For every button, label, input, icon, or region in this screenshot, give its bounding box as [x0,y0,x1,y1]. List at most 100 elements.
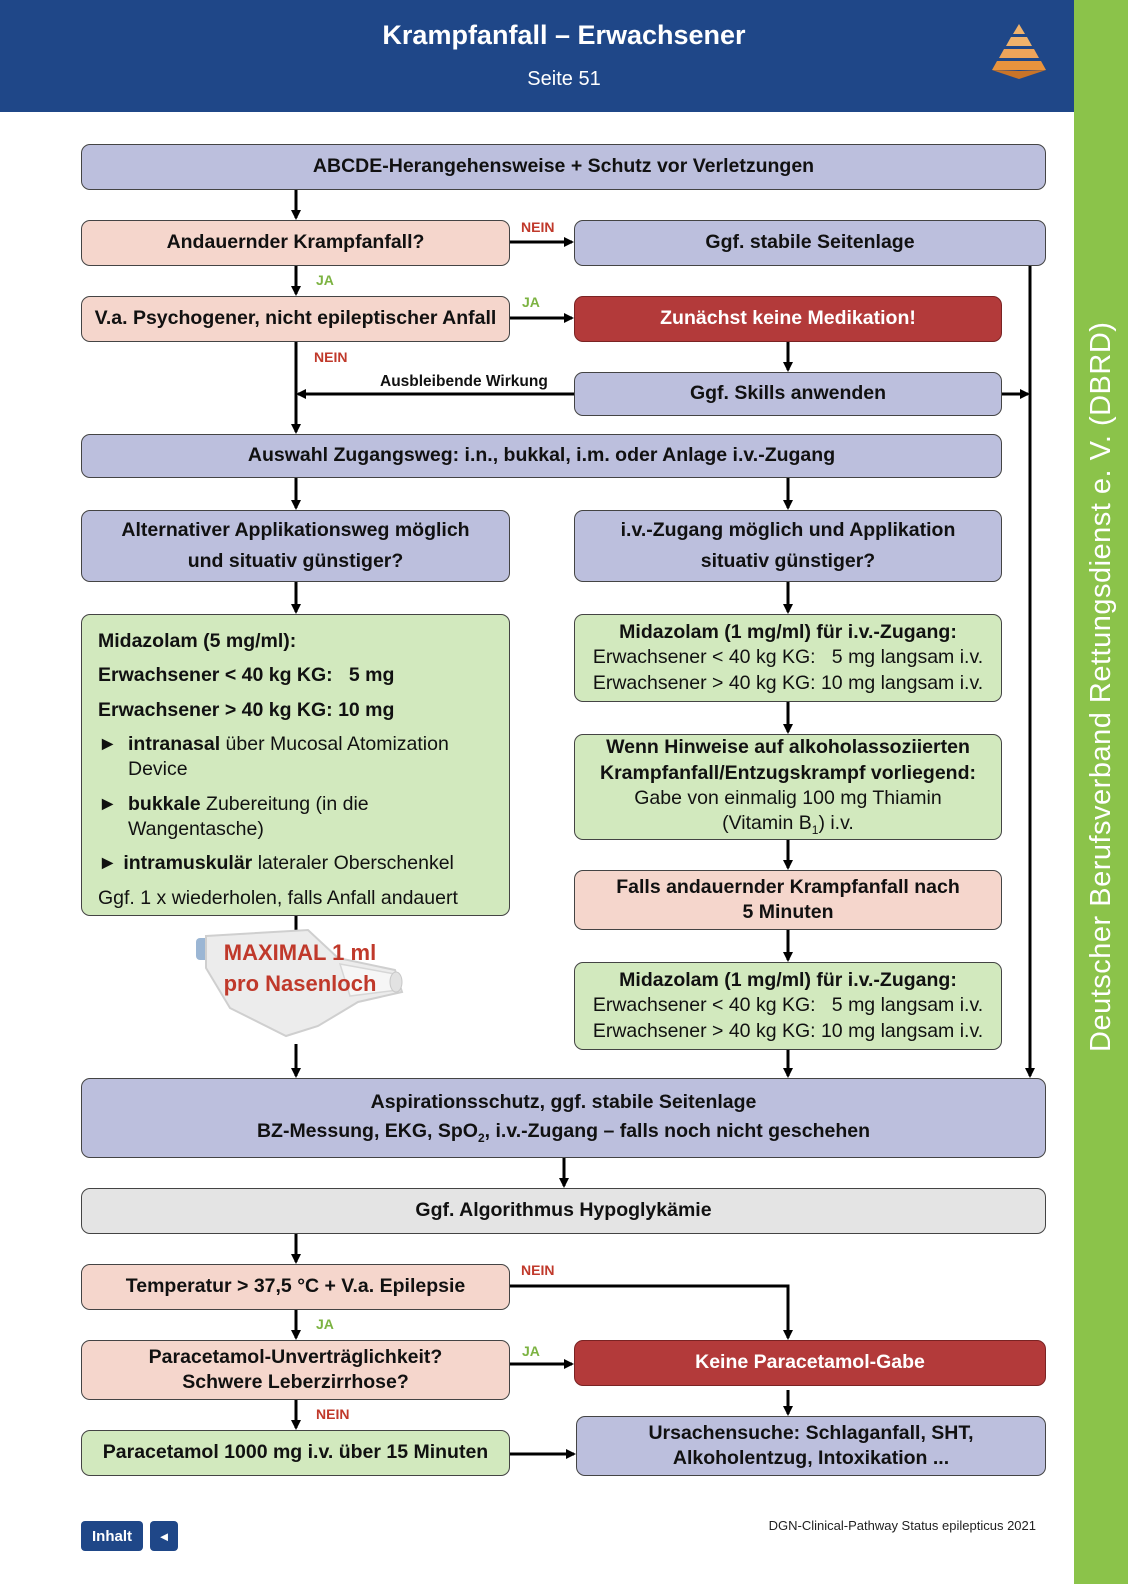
pyramid-logo-icon [992,24,1046,79]
psychogen-text: V.a. Psychogener, nicht epileptischer An… [94,307,497,330]
back-arrow-icon: ◄ [157,1528,171,1544]
andauernd-question: Andauernder Krampfanfall? [81,220,510,266]
mid5-repeat: Ggf. 1 x wiederholen, falls Anfall andau… [98,886,458,909]
abcde-box: ABCDE-Herangehensweise + Schutz vor Verl… [81,144,1046,190]
bukkal-rest: Zubereitung (in die Wangentasche) [128,792,369,841]
mid5-gt40: Erwachsener > 40 kg KG: 10 mg [98,698,395,721]
keine-para-text: Keine Paracetamol-Gabe [695,1351,925,1374]
bullet-icon: ► [98,852,118,875]
alternative-route-question: Alternativer Applikationsweg möglich und… [81,510,510,582]
stabile-text: Ggf. stabile Seitenlage [705,231,915,254]
midazolam-iv-repeat-box: Midazolam (1 mg/ml) für i.v.-Zugang: Erw… [574,962,1002,1050]
intranasal-rest: über Mucosal Atomization Device [128,733,449,781]
label-nein: NEIN [314,349,348,365]
hypoglykaemie-box: Ggf. Algorithmus Hypoglykämie [81,1188,1046,1234]
label-ja: JA [316,1316,334,1332]
paracetamol-gabe-box: Paracetamol 1000 mg i.v. über 15 Minuten [81,1430,510,1476]
thiamin-line2: Krampfanfall/Entzugskrampf vorliegend: [600,761,976,784]
keine-paracetamol-box: Keine Paracetamol-Gabe [574,1340,1046,1386]
temperatur-question: Temperatur > 37,5 °C + V.a. Epilepsie [81,1264,510,1310]
back-button[interactable]: ◄ [150,1521,178,1551]
midazolam-iv-box: Midazolam (1 mg/ml) für i.v.-Zugang: Erw… [574,614,1002,702]
hypo-text: Ggf. Algorithmus Hypoglykämie [415,1199,712,1222]
arrow-temp-nein [510,1284,793,1340]
falls-line1: Falls andauernder Krampfanfall nach [616,875,960,898]
label-ja: JA [316,272,334,288]
temp-text: Temperatur > 37,5 °C + V.a. Epilepsie [125,1275,466,1298]
im-rest: lateraler Oberschenkel [252,852,454,875]
bullet-icon: ► [98,733,118,756]
label-nein: NEIN [521,219,555,235]
max-line2: pro Nasenloch [223,970,377,996]
abcde-text: ABCDE-Herangehensweise + Schutz vor Verl… [312,155,815,178]
label-nein: NEIN [316,1406,350,1422]
ursachensuche-box: Ursachensuche: Schlaganfall, SHT, Alkoho… [576,1416,1046,1476]
ursachen-line1: Ursachensuche: Schlaganfall, SHT, [648,1421,974,1444]
sidebar-band: Deutscher Berufsverband Rettungsdienst e… [1074,0,1128,1584]
im-bold: intramuskulär [123,852,253,875]
source-citation: DGN-Clinical-Pathway Status epilepticus … [768,1518,1036,1533]
aspiration-line2: BZ-Messung, EKG, SpO2, i.v.-Zugang – fal… [257,1119,870,1146]
ursachen-line2: Alkoholentzug, Intoxikation ... [672,1447,950,1469]
paracetamol-question: Paracetamol-Unverträglichkeit? Schwere L… [81,1340,510,1400]
para-line1: Paracetamol-Unverträglichkeit? [148,1345,443,1368]
zugangsweg-text: Auswahl Zugangsweg: i.n., bukkal, i.m. o… [247,444,836,467]
aspiration-sub: 2 [477,1130,485,1145]
label-ja: JA [522,294,540,310]
mid5-item-intranasal: ► intranasal über Mucosal Atomization De… [98,732,493,783]
thiamin-line1: Wenn Hinweise auf alkoholassoziierten [606,736,970,759]
mid1-lt40: Erwachsener < 40 kg KG: 5 mg langsam i.v… [592,646,984,669]
header: Krampfanfall – Erwachsener Seite 51 [0,0,1074,112]
keine-medikation-box: Zunächst keine Medikation! [574,296,1002,342]
ausbleibende-wirkung-label: Ausbleibende Wirkung [380,373,548,390]
keine-med-text: Zunächst keine Medikation! [660,307,916,330]
nasal-atomizer-image [196,928,404,1038]
aspiration-line1: Aspirationsschutz, ggf. stabile Seitenla… [370,1090,757,1113]
mid1b-gt40: Erwachsener > 40 kg KG: 10 mg langsam i.… [592,1019,984,1042]
iv-line1: i.v.-Zugang möglich und Applikation [620,519,956,542]
label-nein: NEIN [521,1262,555,1278]
iv-route-question: i.v.-Zugang möglich und Applikation situ… [574,510,1002,582]
aspiration-line2b: , i.v.-Zugang – falls noch nicht gescheh… [484,1119,871,1142]
max-line1: MAXIMAL 1 ml [223,940,377,965]
alt-line1: Alternativer Applikationsweg möglich [121,519,470,542]
label-ja: JA [522,1343,540,1359]
para-line2: Schwere Leberzirrhose? [182,1371,409,1393]
alt-line2: und situativ günstiger? [187,549,404,572]
thiamin-line4a: (Vitamin B [722,812,812,835]
skills-box: Ggf. Skills anwenden [574,372,1002,416]
thiamin-line3: Gabe von einmalig 100 mg Thiamin [634,786,942,809]
aspirationsschutz-box: Aspirationsschutz, ggf. stabile Seitenla… [81,1078,1046,1158]
andauernd-text: Andauernder Krampfanfall? [166,231,425,254]
bullet-icon: ► [98,792,118,815]
para-gabe-text: Paracetamol 1000 mg i.v. über 15 Minuten [102,1441,489,1464]
max-dose-warning: MAXIMAL 1 ml pro Nasenloch [205,938,395,1000]
thiamin-line4b: ) i.v. [818,812,854,835]
page-title: Krampfanfall – Erwachsener [382,20,746,50]
thiamin-box: Wenn Hinweise auf alkoholassoziierten Kr… [574,734,1002,840]
mid1b-lt40: Erwachsener < 40 kg KG: 5 mg langsam i.v… [592,994,984,1017]
mid5-item-intramuskulaer: ► intramuskulär lateraler Oberschenkel [98,851,454,876]
aspiration-line2a: BZ-Messung, EKG, SpO [256,1119,478,1142]
page-subtitle: Seite 51 [527,68,601,90]
falls-line2: 5 Minuten [742,901,834,923]
mid1b-title: Midazolam (1 mg/ml) für i.v.-Zugang: [619,968,957,991]
flow-connectors [291,190,1035,1459]
stabile-seitenlage-box: Ggf. stabile Seitenlage [574,220,1046,266]
skills-text: Ggf. Skills anwenden [689,382,887,405]
bukkal-bold: bukkale [128,792,201,815]
inhalt-label: Inhalt [92,1527,132,1545]
mid1-gt40: Erwachsener > 40 kg KG: 10 mg langsam i.… [592,671,984,694]
mid5-lt40: Erwachsener < 40 kg KG: 5 mg [98,664,395,687]
thiamin-sub: 1 [811,823,819,838]
inhalt-button[interactable]: Inhalt [81,1521,143,1551]
sidebar-organization-text: Deutscher Berufsverband Rettungsdienst e… [1085,321,1117,1052]
falls-andauernd-box: Falls andauernder Krampfanfall nach 5 Mi… [574,870,1002,930]
zugangsweg-box: Auswahl Zugangsweg: i.n., bukkal, i.m. o… [81,434,1002,478]
intranasal-bold: intranasal [128,733,221,756]
midazolam-5mg-box: Midazolam (5 mg/ml): Erwachsener < 40 kg… [81,614,510,916]
mid5-item-bukkal: ► bukkale Zubereitung (in die Wangentasc… [98,792,493,843]
mid5-title: Midazolam (5 mg/ml): [98,630,297,652]
thiamin-line4: (Vitamin B1) i.v. [722,811,854,838]
iv-line2: situativ günstiger? [700,549,876,572]
